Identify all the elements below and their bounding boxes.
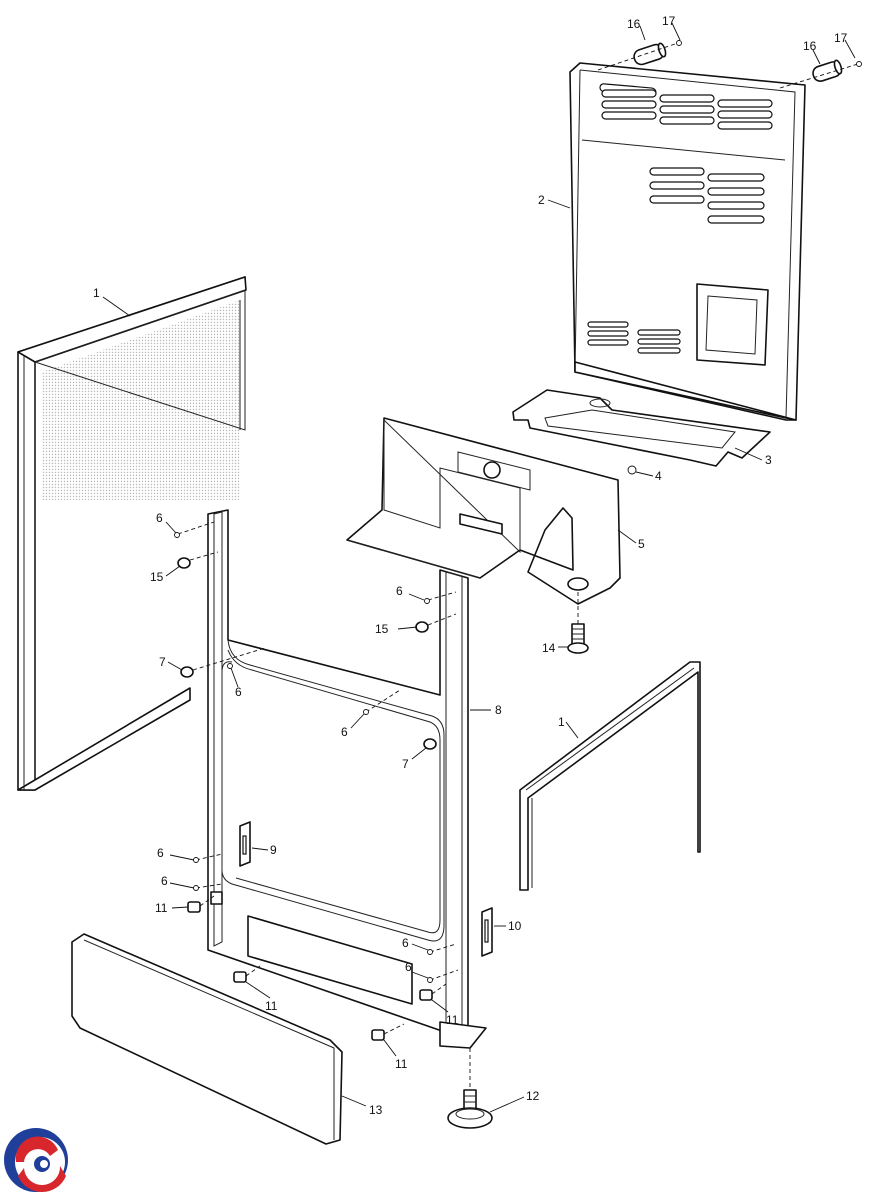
callout-13: 13 <box>369 1103 383 1117</box>
hinge-bracket-9 <box>239 821 251 867</box>
callout-17-right: 17 <box>834 31 848 45</box>
callout-12: 12 <box>526 1089 540 1103</box>
callout-11-b: 11 <box>265 999 278 1013</box>
callout-16-left: 16 <box>627 17 641 31</box>
callout-14: 14 <box>542 641 556 655</box>
spacer-16-left <box>633 42 667 66</box>
screw-4 <box>627 465 637 475</box>
screw-17-left <box>676 40 682 46</box>
callout-2: 2 <box>538 193 545 207</box>
callout-6-e: 6 <box>157 846 164 860</box>
callout-4: 4 <box>655 469 662 483</box>
spacer-16-right <box>812 59 843 82</box>
callout-6-h: 6 <box>405 960 412 974</box>
callout-5: 5 <box>638 537 645 551</box>
callout-16-right: 16 <box>803 39 817 53</box>
callout-6-b: 6 <box>396 584 403 598</box>
callout-17-left: 17 <box>662 14 676 28</box>
callout-7-left: 7 <box>159 655 166 669</box>
callout-6-c: 6 <box>235 685 242 699</box>
back-panel <box>569 62 806 421</box>
brand-logo <box>4 1128 68 1192</box>
callout-9: 9 <box>270 843 277 857</box>
callout-1-left: 1 <box>93 286 100 300</box>
screw-17-right <box>856 61 862 67</box>
back-panel-vents <box>587 89 773 354</box>
front-frame <box>207 509 487 1049</box>
callout-labels: 1 2 16 17 16 17 3 4 5 6 15 6 15 14 7 6 8… <box>93 14 848 1117</box>
hinge-bracket-10 <box>481 907 493 957</box>
callout-1-right: 1 <box>558 715 565 729</box>
callout-8: 8 <box>495 703 502 717</box>
callout-11-a: 11 <box>155 901 168 915</box>
kick-panel <box>71 933 343 1145</box>
centre-support-bracket <box>346 417 621 605</box>
callout-6-g: 6 <box>402 936 409 950</box>
callout-11-c: 11 <box>446 1013 459 1027</box>
callout-6-f: 6 <box>161 874 168 888</box>
callout-11-d: 11 <box>395 1057 408 1071</box>
callout-10: 10 <box>508 919 522 933</box>
side-panel-right <box>519 661 701 891</box>
levelling-foot-12 <box>447 1089 493 1129</box>
callout-15-right: 15 <box>375 622 389 636</box>
side-panel-left <box>17 276 247 791</box>
callout-7-right: 7 <box>402 757 409 771</box>
fasteners <box>174 521 459 1041</box>
callout-15-left: 15 <box>150 570 164 584</box>
callout-6-a: 6 <box>156 511 163 525</box>
support-bracket-plate <box>512 389 771 467</box>
adjuster-bolt-14 <box>567 623 589 654</box>
callout-6-d: 6 <box>341 725 348 739</box>
leader-lines <box>102 22 856 1113</box>
callout-3: 3 <box>765 453 772 467</box>
